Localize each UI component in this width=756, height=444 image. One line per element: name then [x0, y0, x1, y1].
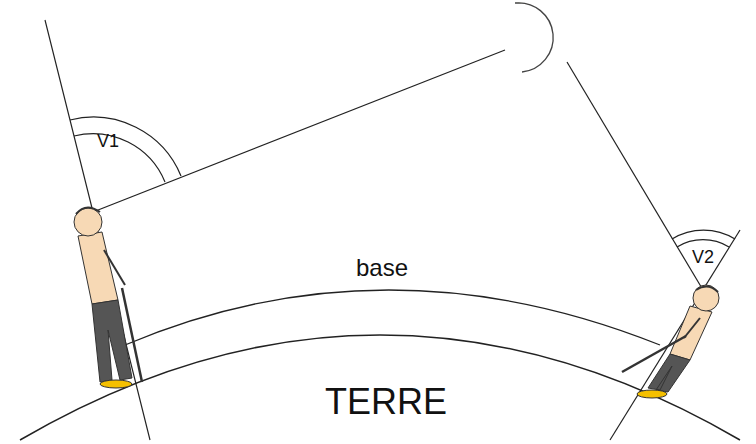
left-observer	[74, 207, 142, 388]
angle-label: V2	[692, 248, 714, 268]
right-sightline	[567, 62, 703, 290]
moon-crescent	[515, 3, 553, 72]
angle-label: V1	[97, 132, 119, 152]
left-vertical	[45, 20, 150, 440]
right-observer	[622, 285, 719, 398]
baseline-label: base	[356, 255, 408, 281]
angle-arc	[74, 134, 165, 182]
base-arc	[125, 290, 660, 345]
left-sightline	[93, 50, 505, 212]
right-vertical	[610, 230, 740, 440]
angle-arc	[70, 117, 181, 176]
angle-arc	[672, 230, 735, 239]
angle-arc	[677, 240, 729, 247]
earth-label: TERRE	[325, 382, 447, 422]
